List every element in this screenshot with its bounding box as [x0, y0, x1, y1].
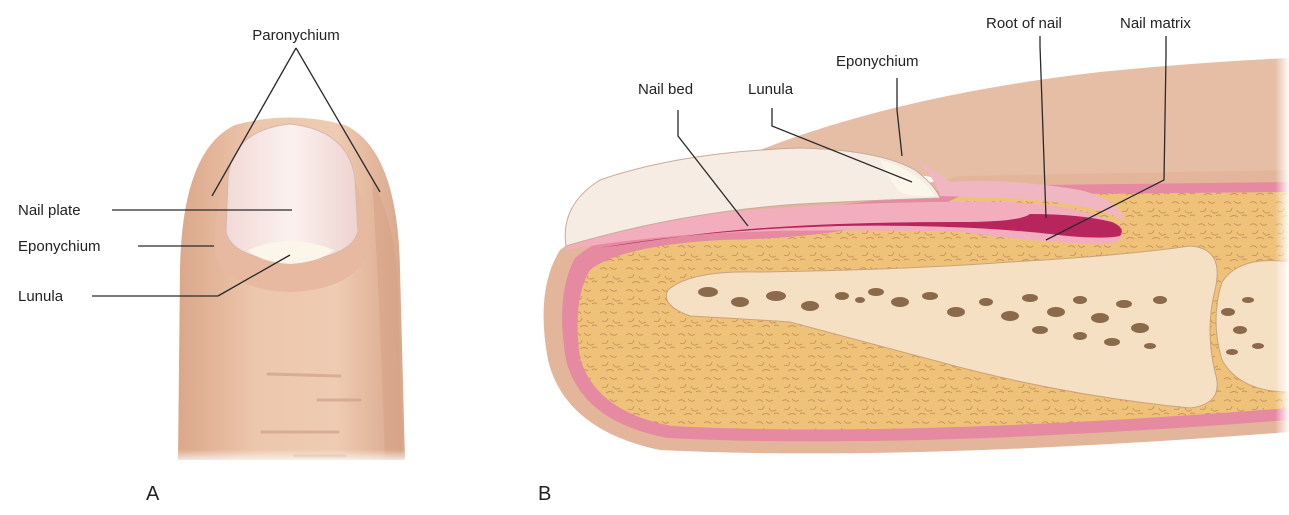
finger-shadow-right [372, 180, 402, 460]
label-eponychium-a: Eponychium [18, 238, 101, 255]
eponychium-fold [900, 150, 1125, 222]
label-root-of-nail: Root of nail [986, 15, 1062, 32]
panel-letter-a: A [146, 483, 160, 505]
label-paronychium: Paronychium [252, 27, 340, 44]
panel-b-leaders [677, 36, 1167, 241]
panel-a-leaders [92, 47, 381, 297]
label-nail-bed: Nail bed [638, 81, 693, 98]
panel-a-finger [170, 117, 410, 462]
lunula-shape-b [880, 160, 935, 197]
label-lunula-a: Lunula [18, 288, 64, 305]
finger-fade [170, 400, 410, 462]
nail-plate-shape [225, 123, 359, 263]
panel-b-section [543, 40, 1289, 460]
nail-plate-side [564, 147, 941, 247]
lunula-shape-a [248, 241, 334, 264]
label-eponychium-b: Eponychium [836, 53, 919, 70]
label-lunula-b: Lunula [748, 81, 794, 98]
label-nail-matrix: Nail matrix [1120, 15, 1191, 32]
label-nail-plate: Nail plate [18, 202, 81, 219]
nail-matrix-shape [600, 214, 1122, 248]
panel-letter-b: B [538, 483, 551, 505]
right-fade [1150, 40, 1289, 460]
